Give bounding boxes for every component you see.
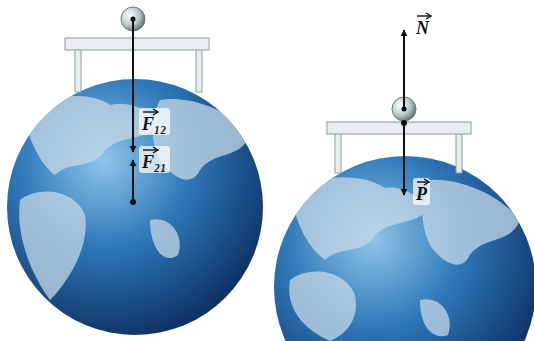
vector-label: F₁₂	[139, 108, 170, 135]
table	[65, 38, 209, 92]
vector-label: F₂₁	[139, 146, 170, 173]
vector-arrow	[142, 146, 160, 153]
vector-arrow	[416, 12, 433, 19]
force-arrows	[130, 17, 136, 206]
force-name: F₂₁	[142, 152, 167, 172]
table	[327, 122, 471, 173]
earth	[7, 79, 263, 335]
vector-label: P	[413, 178, 430, 205]
force-name: N	[416, 18, 429, 38]
force-arrows	[401, 30, 407, 195]
force-name: P	[416, 184, 427, 204]
vector-label: N	[413, 12, 432, 39]
force-name: F₁₂	[142, 114, 167, 134]
vector-arrow	[416, 178, 431, 185]
vector-arrow	[142, 108, 160, 115]
